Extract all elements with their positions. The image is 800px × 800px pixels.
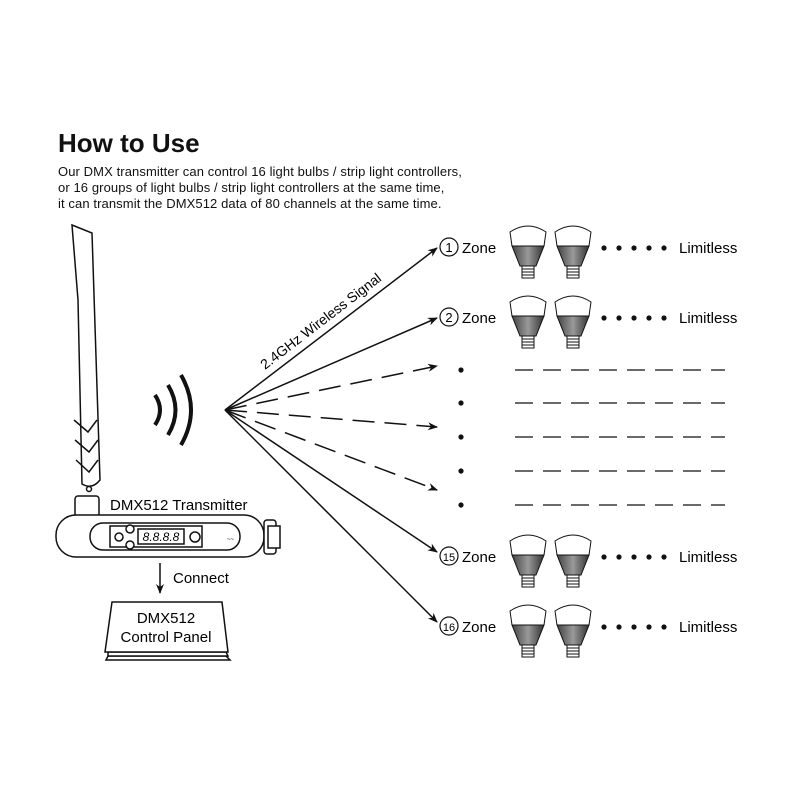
- zone-label: Zone: [462, 619, 496, 636]
- continuation-dot: [631, 624, 637, 630]
- zone-number-badge: [439, 237, 459, 257]
- brand-mark: ~~: [227, 537, 235, 543]
- ellipsis-dot: [458, 468, 464, 474]
- continuation-dot: [661, 245, 667, 251]
- continuation-dot: [601, 624, 607, 630]
- zone-label: Zone: [462, 549, 496, 566]
- limitless-label: Limitless: [679, 240, 737, 257]
- display-digits: 8.8.8.8: [143, 530, 180, 544]
- signal-arrow-dashed: [224, 409, 438, 491]
- light-bulb-icon: [554, 225, 592, 279]
- continuation-dot: [646, 624, 652, 630]
- zone-number: 15: [443, 552, 455, 564]
- light-bulb-icon: [554, 295, 592, 349]
- light-bulb-icon: [554, 604, 592, 658]
- signal-arrow-dashed: [224, 409, 438, 431]
- zone-number: 16: [443, 622, 455, 634]
- signal-label: 2.4GHz Wireless Signal: [257, 270, 384, 373]
- zone-number: 2: [445, 310, 452, 325]
- continuation-dot: [631, 245, 637, 251]
- zone-number: 1: [445, 240, 452, 255]
- continuation-dot: [601, 554, 607, 560]
- description-line: or 16 groups of light bulbs / strip ligh…: [58, 180, 445, 195]
- control-panel-line2: Control Panel: [121, 629, 212, 646]
- description-line: Our DMX transmitter can control 16 light…: [58, 164, 462, 179]
- continuation-dot: [601, 245, 607, 251]
- continuation-dot: [616, 315, 622, 321]
- dmx512-transmitter-icon: [55, 514, 281, 558]
- continuation-dot: [631, 315, 637, 321]
- zone-label: Zone: [462, 240, 496, 257]
- light-bulb-icon: [509, 295, 547, 349]
- wireless-waves-icon: [153, 374, 193, 446]
- control-panel-icon: [104, 601, 232, 661]
- light-bulb-icon: [509, 534, 547, 588]
- zone-label: Zone: [462, 310, 496, 327]
- continuation-dot: [646, 315, 652, 321]
- transmitter-label: DMX512 Transmitter: [110, 497, 248, 514]
- signal-arrow-zone-15: [224, 409, 438, 553]
- ellipsis-dot: [458, 434, 464, 440]
- continuation-dot: [601, 315, 607, 321]
- limitless-label: Limitless: [679, 549, 737, 566]
- signal-arrow-zone-16: [224, 409, 438, 623]
- ellipsis-dot: [458, 400, 464, 406]
- continuation-dot: [616, 554, 622, 560]
- limitless-label: Limitless: [679, 310, 737, 327]
- continuation-dot: [616, 245, 622, 251]
- ellipsis-dot: [458, 367, 464, 373]
- continuation-dot: [661, 624, 667, 630]
- page-title: How to Use: [58, 128, 200, 158]
- light-bulb-icon: [509, 225, 547, 279]
- ellipsis-dot: [458, 502, 464, 508]
- continuation-dot: [646, 554, 652, 560]
- light-bulb-icon: [554, 534, 592, 588]
- continuation-dot: [616, 624, 622, 630]
- description-line: it can transmit the DMX512 data of 80 ch…: [58, 196, 442, 211]
- continuation-dot: [631, 554, 637, 560]
- zone-number-badge: [439, 546, 459, 566]
- light-bulb-icon: [509, 604, 547, 658]
- continuation-dot: [661, 315, 667, 321]
- continuation-dot: [646, 245, 652, 251]
- limitless-label: Limitless: [679, 619, 737, 636]
- signal-arrow-dashed: [224, 363, 438, 411]
- zone-number-badge: [439, 616, 459, 636]
- control-panel-line1: DMX512: [137, 610, 195, 627]
- continuation-dot: [661, 554, 667, 560]
- connect-label: Connect: [173, 570, 230, 587]
- antenna-icon: [71, 223, 101, 519]
- signal-arrow-zone-2: [224, 317, 438, 411]
- zone-number-badge: [439, 307, 459, 327]
- signal-arrow-zone-1: [224, 247, 438, 411]
